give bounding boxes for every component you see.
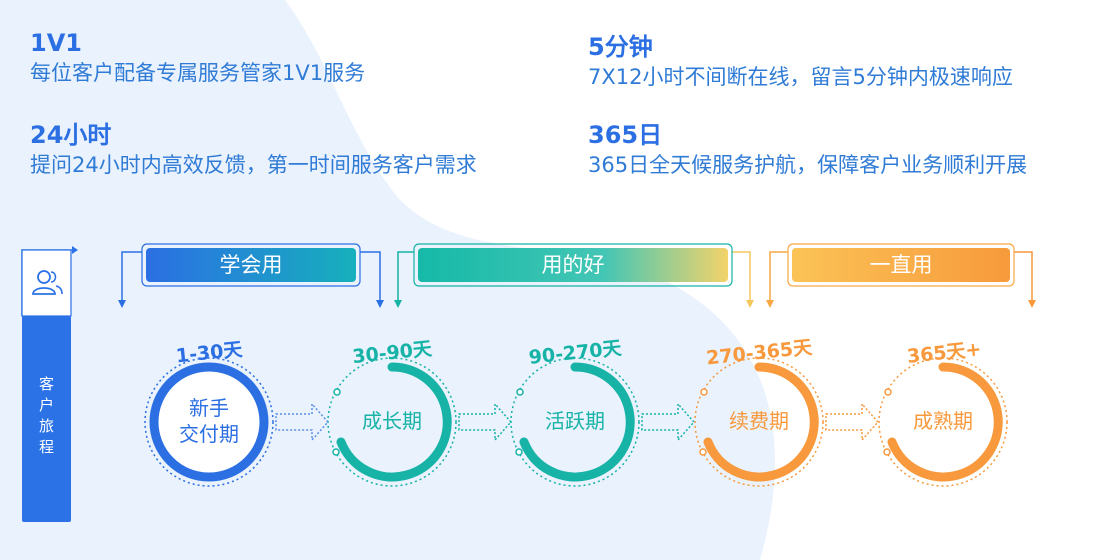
journey-char: 旅 xyxy=(38,417,54,435)
stage-arrow-4 xyxy=(825,402,880,442)
journey-char: 户 xyxy=(38,396,54,414)
journey-char: 客 xyxy=(38,375,54,393)
feature-description: 365日全天候服务护航，保障客户业务顺利开展 xyxy=(588,153,1028,177)
feature-description: 每位客户配备专属服务管家1V1服务 xyxy=(30,61,366,85)
stage-arrow-3 xyxy=(641,402,696,442)
customer-journey-label: 客 户 旅 程 xyxy=(22,374,71,458)
customer-journey-bar: 客 户 旅 程 xyxy=(22,316,71,522)
feature-description: 提问24小时内高效反馈，第一时间服务客户需求 xyxy=(30,153,477,177)
stage-name-line: 成熟期 xyxy=(913,409,973,433)
stage-circle-3 xyxy=(510,357,640,487)
stage-name-1: 新手 交付期 xyxy=(159,395,259,447)
stage-name-line: 续费期 xyxy=(729,409,789,433)
users-icon xyxy=(32,270,63,295)
feature-365d: 365日 365日全天候服务护航，保障客户业务顺利开展 xyxy=(588,120,1027,180)
stage-name-line: 成长期 xyxy=(362,409,422,433)
stage-name-4: 续费期 xyxy=(709,408,809,434)
stage-name-line: 新手 xyxy=(189,396,229,420)
feature-number: 1V1 xyxy=(30,29,82,57)
feature-24h: 24小时 提问24小时内高效反馈，第一时间服务客户需求 xyxy=(30,120,477,180)
phase-use-well: 用的好 xyxy=(418,248,728,282)
feature-description: 7X12小时不间断在线，留言5分钟内极速响应 xyxy=(588,65,1013,89)
stage-name-5: 成熟期 xyxy=(893,408,993,434)
feature-number: 5分钟 xyxy=(588,33,653,61)
phase-keep-using: 一直用 xyxy=(792,248,1010,282)
phase-learn-to-use: 学会用 xyxy=(146,248,356,282)
stage-name-line: 交付期 xyxy=(179,422,239,446)
stage-arrow-2 xyxy=(458,402,513,442)
feature-number: 365日 xyxy=(588,121,663,149)
feature-1v1: 1V1 每位客户配备专属服务管家1V1服务 xyxy=(30,28,365,88)
stage-circle-5 xyxy=(878,357,1008,487)
feature-5min: 5分钟 7X12小时不间断在线，留言5分钟内极速响应 xyxy=(588,32,1013,92)
journey-char: 程 xyxy=(38,438,54,456)
stage-name-3: 活跃期 xyxy=(525,408,625,434)
stage-name-2: 成长期 xyxy=(342,408,442,434)
stage-circle-1 xyxy=(144,357,274,487)
stage-circle-4 xyxy=(694,357,824,487)
stage-arrow-1 xyxy=(275,402,330,442)
feature-number: 24小时 xyxy=(30,121,112,149)
stage-name-line: 活跃期 xyxy=(545,409,605,433)
stage-circle-2 xyxy=(327,357,457,487)
